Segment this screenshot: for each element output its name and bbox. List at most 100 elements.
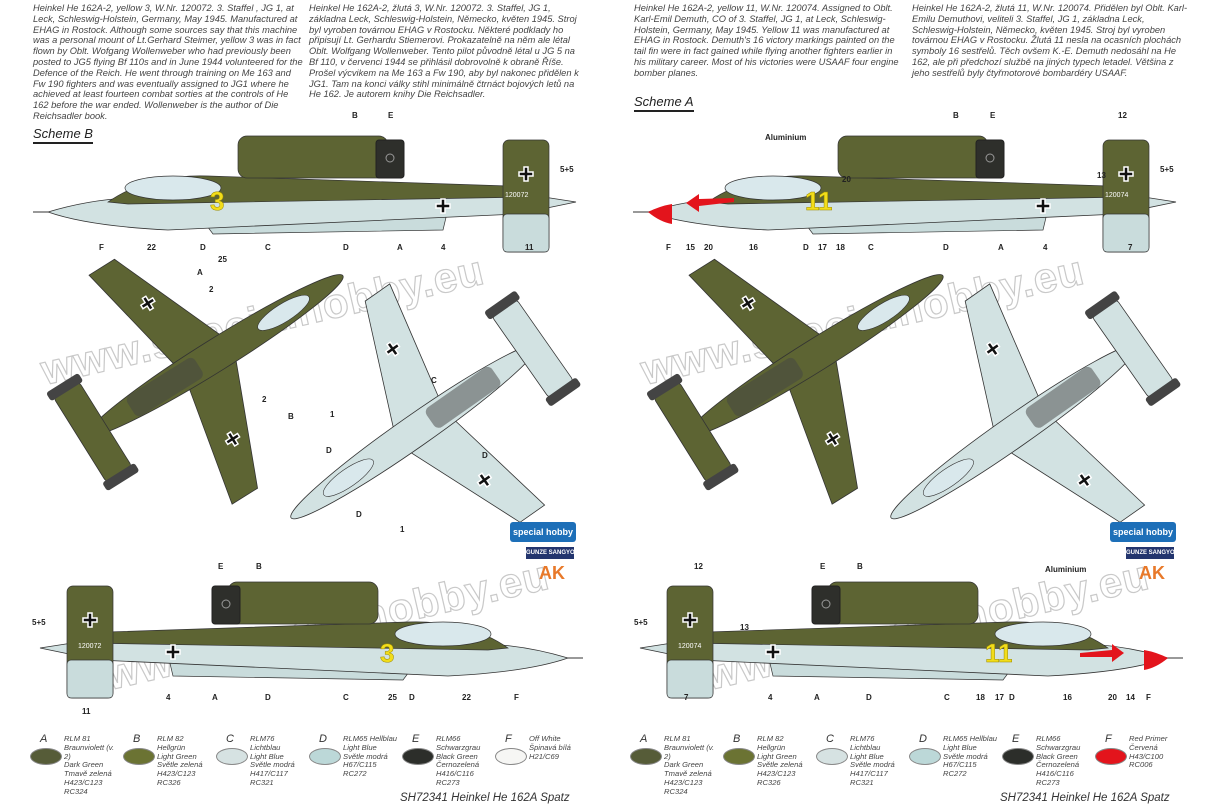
legend-line: H423/C123 (64, 777, 103, 787)
legend-line: Light Blue (250, 751, 284, 761)
legend-swatch (123, 748, 155, 765)
legend-line: Špinavá bílá (529, 742, 571, 752)
callout-label: C (944, 693, 950, 702)
legend-line: RC321 (250, 777, 274, 787)
callout-label: 12 (694, 562, 703, 571)
legend-line: H43/C100 (1129, 751, 1164, 761)
gunze-logo: GUNZE SANGYO (526, 547, 575, 559)
callout-label: 11 (525, 243, 534, 252)
legend-swatch (1095, 748, 1127, 765)
legend-line: Černozelená (1036, 760, 1080, 770)
legend-swatch (909, 748, 941, 765)
legend-line: H417/C117 (850, 769, 888, 779)
callout-label: C (265, 243, 271, 252)
legend-line: H67/C115 (943, 760, 977, 770)
callout-label: F (666, 243, 671, 252)
legend-swatch (402, 748, 434, 765)
callout-label: 16 (749, 243, 758, 252)
callout-label: B (288, 412, 294, 421)
legend-line: RLM66 Schwarzgrau (436, 734, 481, 752)
legend-swatch (216, 748, 248, 765)
legend-line: H67/C115 (343, 760, 377, 770)
legend-line: Off White (529, 734, 561, 743)
callout-label: 5+5 (32, 618, 46, 627)
callout-label: A (212, 693, 218, 702)
legend-line: RC326 (157, 777, 181, 787)
legend-line: H416/C116 (436, 769, 474, 779)
callout-label: C (868, 243, 874, 252)
legend-swatch (816, 748, 848, 765)
legend-line: Světle modrá (343, 751, 388, 761)
callout-label: D (265, 693, 271, 702)
red-arrow-a-bottom (1080, 644, 1124, 662)
callout-label: 5+5 (634, 618, 648, 627)
legend-line: RLM 82 Hellgrün (757, 734, 786, 752)
footer-right: SH72341 Heinkel He 162A Spatz (1000, 792, 1170, 804)
callout-label: 14 (1126, 693, 1135, 702)
legend-line: RC273 (1036, 777, 1060, 787)
description-en-scheme-b: Heinkel He 162A-2, yellow 3, W.Nr. 12007… (33, 3, 303, 121)
legend-letter: F (1105, 733, 1112, 745)
legend-swatch (30, 748, 62, 765)
callout-label: 5+5 (560, 165, 574, 174)
callout-label: A (814, 693, 820, 702)
callout-label: 1 (330, 410, 335, 419)
werknummer-a-bottom: 120074 (678, 643, 701, 650)
legend-line: Black Green (436, 751, 478, 761)
legend-line: RLM76 Lichtblau (250, 734, 281, 752)
callout-label: A (197, 268, 203, 277)
legend-line: Dark Green (664, 760, 704, 770)
callout-label: E (990, 111, 996, 120)
legend-line: Tmavě zelená (64, 769, 112, 779)
legend-line: RLM 82 Hellgrün (157, 734, 186, 752)
legend-line: RLM66 Schwarzgrau (1036, 734, 1081, 752)
legend-line: Dark Green (64, 760, 104, 770)
code-number-b-bottom: 3 (380, 638, 394, 668)
legend-letter: C (226, 733, 234, 745)
legend-line: RLM 81 Braunviolett (v. 2) (64, 734, 115, 761)
callout-label: 13 (740, 623, 749, 632)
legend-line: Světle modrá (850, 760, 895, 770)
legend-letter: E (1012, 733, 1020, 745)
legend-swatch (630, 748, 662, 765)
callout-label: D (482, 451, 488, 460)
callout-label: 4 (1043, 243, 1048, 252)
legend-swatch (495, 748, 527, 765)
callout-label: E (820, 562, 826, 571)
callout-label: 5+5 (1160, 165, 1174, 174)
callout-label: 7 (1128, 243, 1133, 252)
legend-letter: A (640, 733, 648, 745)
callout-label: D (1009, 693, 1015, 702)
callout-label: 4 (166, 693, 171, 702)
legend-line: RC324 (664, 786, 688, 796)
legend-line: H423/C123 (664, 777, 703, 787)
werknummer-b-top: 120072 (505, 192, 528, 199)
callout-label: B (953, 111, 959, 120)
legend-line: RC321 (850, 777, 874, 787)
legend-letter: E (412, 733, 420, 745)
description-en-scheme-a: Heinkel He 162A-2, yellow 11, W.Nr. 1200… (634, 3, 899, 78)
description-cz-scheme-a: Heinkel He 162A-2, žlutá 11, W.Nr. 12007… (912, 3, 1188, 78)
callout-label: E (388, 111, 394, 120)
callout-label: 20 (1108, 693, 1117, 702)
callout-label: 12 (1118, 111, 1127, 120)
callout-label: D (343, 243, 349, 252)
callout-label: Aluminium (1045, 565, 1086, 574)
legend-line: Černozelená (436, 760, 480, 770)
legend-swatch (723, 748, 755, 765)
werknummer-b-bottom: 120072 (78, 643, 101, 650)
callout-label: 4 (441, 243, 446, 252)
callout-label: C (343, 693, 349, 702)
callout-label: 18 (836, 243, 845, 252)
callout-label: D (326, 446, 332, 455)
callout-label: 20 (842, 175, 851, 184)
